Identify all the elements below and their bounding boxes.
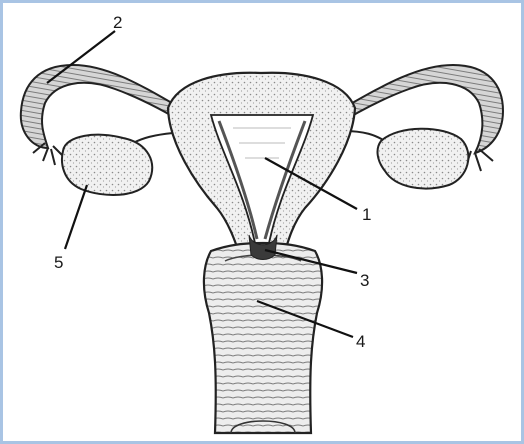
label-1: 1 xyxy=(362,205,371,224)
label-2: 2 xyxy=(113,13,122,32)
leader-5 xyxy=(65,185,87,249)
label-3: 3 xyxy=(360,271,369,290)
left-ovary xyxy=(62,133,173,195)
uterus xyxy=(168,73,355,258)
right-ovary xyxy=(343,129,468,189)
label-4: 4 xyxy=(356,332,365,351)
label-5: 5 xyxy=(54,253,63,272)
uterus-anatomy-diagram: 1 2 3 4 5 xyxy=(3,3,521,441)
vagina xyxy=(204,243,322,433)
